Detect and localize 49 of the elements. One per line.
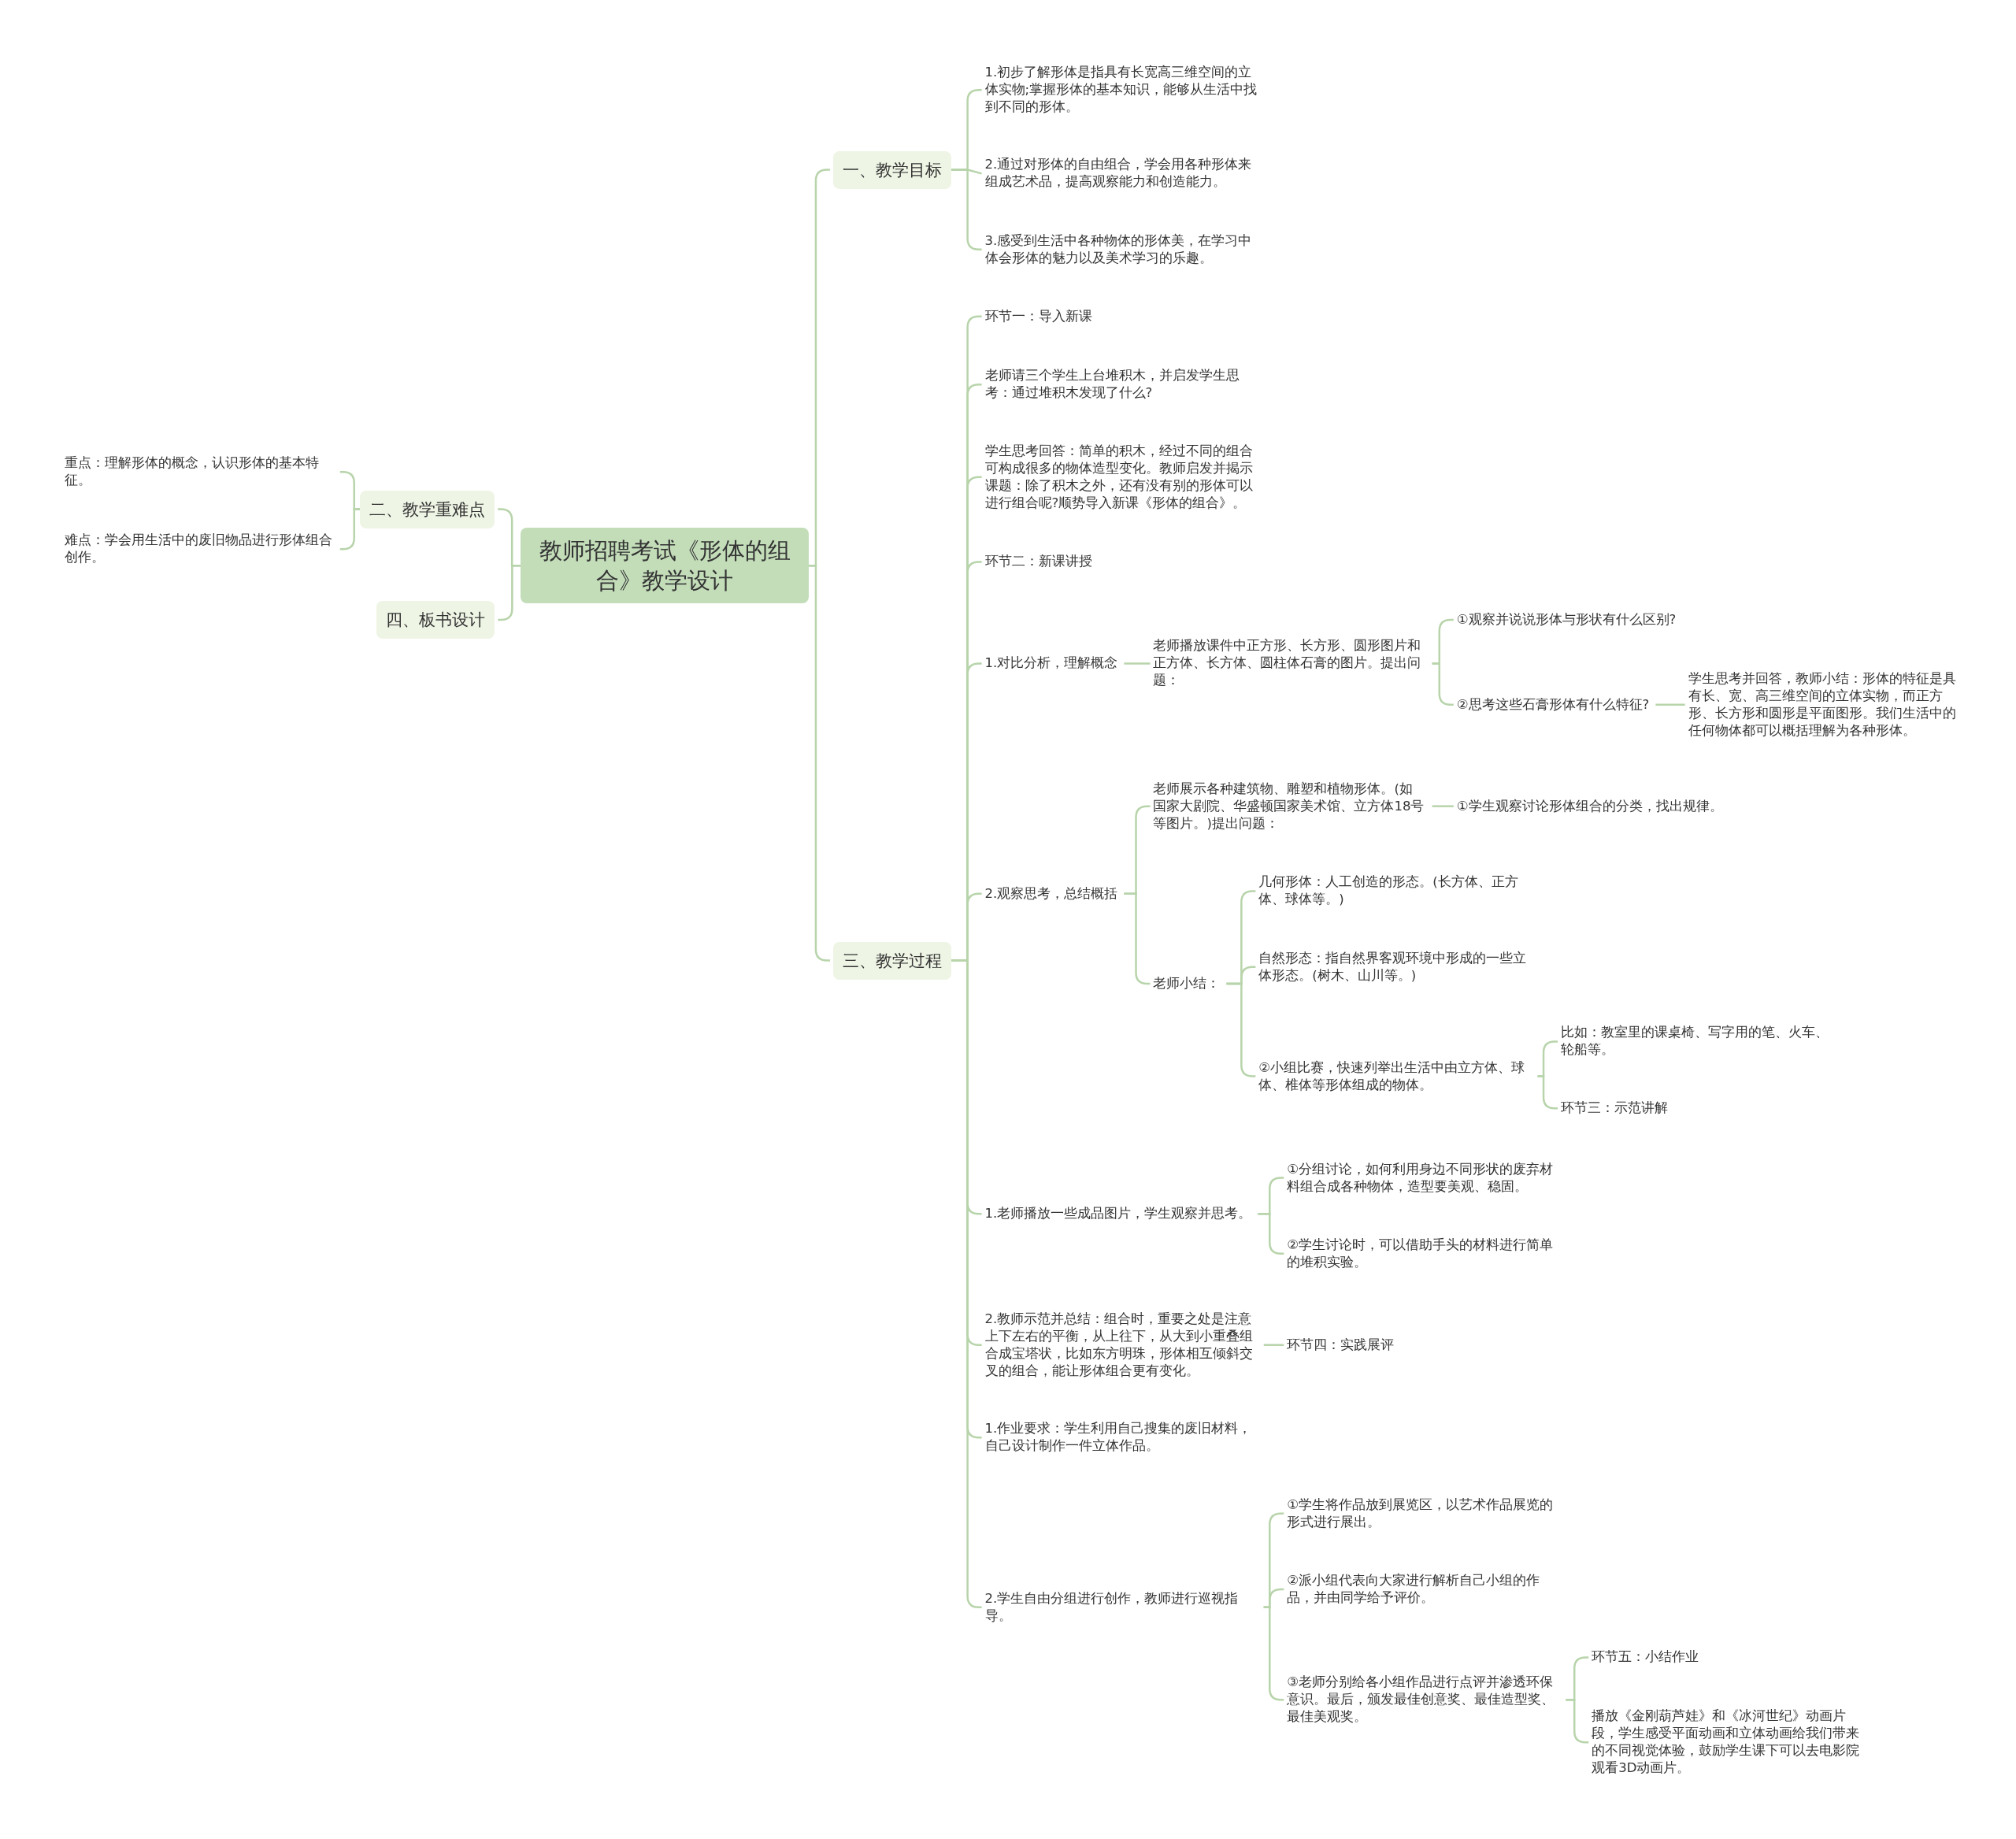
topic-text: 2.教师示范并总结：组合时，重要之处是注意上下左右的平衡，从上往下，从大到小重叠组合成宝塔状，比如东方明珠，形体相互倾斜交叉的组合，能让形体组合更有变化。 (984, 1310, 1258, 1380)
topic-text: 1.老师播放一些成品图片，学生观察并思考。 (984, 1205, 1252, 1223)
central-topic-box: 教师招聘考试《形体的组合》教学设计 (521, 528, 809, 604)
connector-line (1263, 1344, 1284, 1346)
topic-text: 1.对比分析，理解概念 (984, 654, 1118, 673)
topic-text: 2.学生自由分组进行创作，教师进行巡视指导。 (984, 1589, 1258, 1625)
topic-text: 播放《金刚葫芦娃》和《冰河世纪》动画片段，学生感受平面动画和立体动画给我们带来的不同视觉体验，鼓励学生课下可以去电影院观看3D动画片。 (1592, 1707, 1865, 1778)
topic-text: 老师请三个学生上台堆积木，并启发学生思考：通过堆积木发现了什么? (984, 367, 1258, 402)
topic-text: ②小组比赛，快速列举出生活中由立方体、球体、椎体等形体组成的物体。 (1258, 1059, 1532, 1094)
connector-line (1537, 1075, 1558, 1110)
connector-line (1263, 1606, 1284, 1701)
topic-text: 老师展示各种建筑物、雕塑和植物形体。(如国家大剧院、华盛顿国家美术馆、立方体18号等图片。)提出问题： (1153, 780, 1426, 832)
topic-box: 四、板书设计 (376, 600, 495, 639)
topic-text: ③老师分别给各小组作品进行点评并渗透环保意识。最后，颁发最佳创意奖、最佳造型奖、最佳美观奖。 (1287, 1674, 1560, 1726)
topic-text: ①学生观察讨论形体组合的分类，找出规律。 (1456, 797, 1723, 815)
topic-box: 三、教学过程 (832, 941, 951, 980)
topic-text: 老师小结： (1153, 974, 1221, 992)
connector-line (1655, 703, 1685, 706)
topic-text: ①分组讨论，如何利用身边不同形状的废弃材料组合成各种物体，造型要美观、稳固。 (1287, 1160, 1560, 1196)
topic-text: 环节二：新课讲授 (984, 553, 1092, 571)
topic-text: ①学生将作品放到展览区，以艺术作品展览的形式进行展出。 (1287, 1496, 1560, 1531)
topic-text: 比如：教室里的课桌椅、写字用的笔、火车、轮船等。 (1561, 1024, 1834, 1059)
topic-text: ②派小组代表向大家进行解析自己小组的作品，并由同学给予评价。 (1287, 1571, 1560, 1607)
topic-text: 1.初步了解形体是指具有长宽高三维空间的立体实物;掌握形体的基本知识，能够从生活中找到不同的形体。 (984, 64, 1258, 117)
topic-text: ①观察并说说形体与形状有什么区别? (1456, 610, 1677, 628)
topic-text: 环节四：实践展评 (1287, 1336, 1395, 1354)
topic-text: 重点：理解形体的概念，认识形体的基本特征。 (64, 454, 337, 490)
connector-line (1258, 1212, 1284, 1255)
topic-text: 环节三：示范讲解 (1561, 1099, 1669, 1118)
topic-text: 难点：学会用生活中的废旧物品进行形体组合创作。 (64, 532, 337, 567)
connector-line (1432, 662, 1454, 706)
topic-text: 2.观察思考，总结概括 (984, 884, 1118, 903)
topic-text: 学生思考回答：简单的积木，经过不同的组合可构成很多的物体造型变化。教师启发并揭示课题：除了积木之外，还有没有别的形体可以进行组合呢?顺势导入新课《形体的组合》。 (984, 442, 1258, 512)
connector-line (339, 508, 361, 551)
topic-text: ②思考这些石膏形体有什么特征? (1456, 695, 1650, 714)
topic-text: 2.通过对形体的自由组合，学会用各种形体来组成艺术品，提高观察能力和创造能力。 (984, 156, 1258, 191)
topic-text: 3.感受到生活中各种物体的形体美，在学习中体会形体的魅力以及美术学习的乐趣。 (984, 232, 1258, 267)
topic-text: 几何形体：人工创造的形态。(长方体、正方体、球体等。) (1258, 873, 1532, 909)
connector-line (1124, 662, 1151, 665)
topic-text: 自然形态：指自然界客观环境中形成的一些立体形态。(树木、山川等。) (1258, 949, 1532, 984)
topic-text: 环节一：导入新课 (984, 307, 1092, 325)
topic-text: ②学生讨论时，可以借助手头的材料进行简单的堆积实验。 (1287, 1236, 1560, 1271)
topic-text: 老师播放课件中正方形、长方形、圆形图片和正方体、长方体、圆柱体石膏的图片。提出问题： (1153, 637, 1426, 690)
topic-text: 环节五：小结作业 (1592, 1648, 1699, 1667)
connector-line (1432, 805, 1454, 807)
topic-box: 一、教学目标 (832, 150, 951, 189)
topic-text: 1.作业要求：学生利用自己搜集的废旧材料，自己设计制作一件立体作品。 (984, 1420, 1258, 1455)
topic-box: 二、教学重难点 (360, 490, 495, 528)
topic-text: 学生思考并回答，教师小结：形体的特征是具有长、宽、高三维空间的立体实物，而正方形、长方形和圆形是平面图形。我们生活中的任何物体都可以概括理解为各种形体。 (1688, 669, 1961, 740)
